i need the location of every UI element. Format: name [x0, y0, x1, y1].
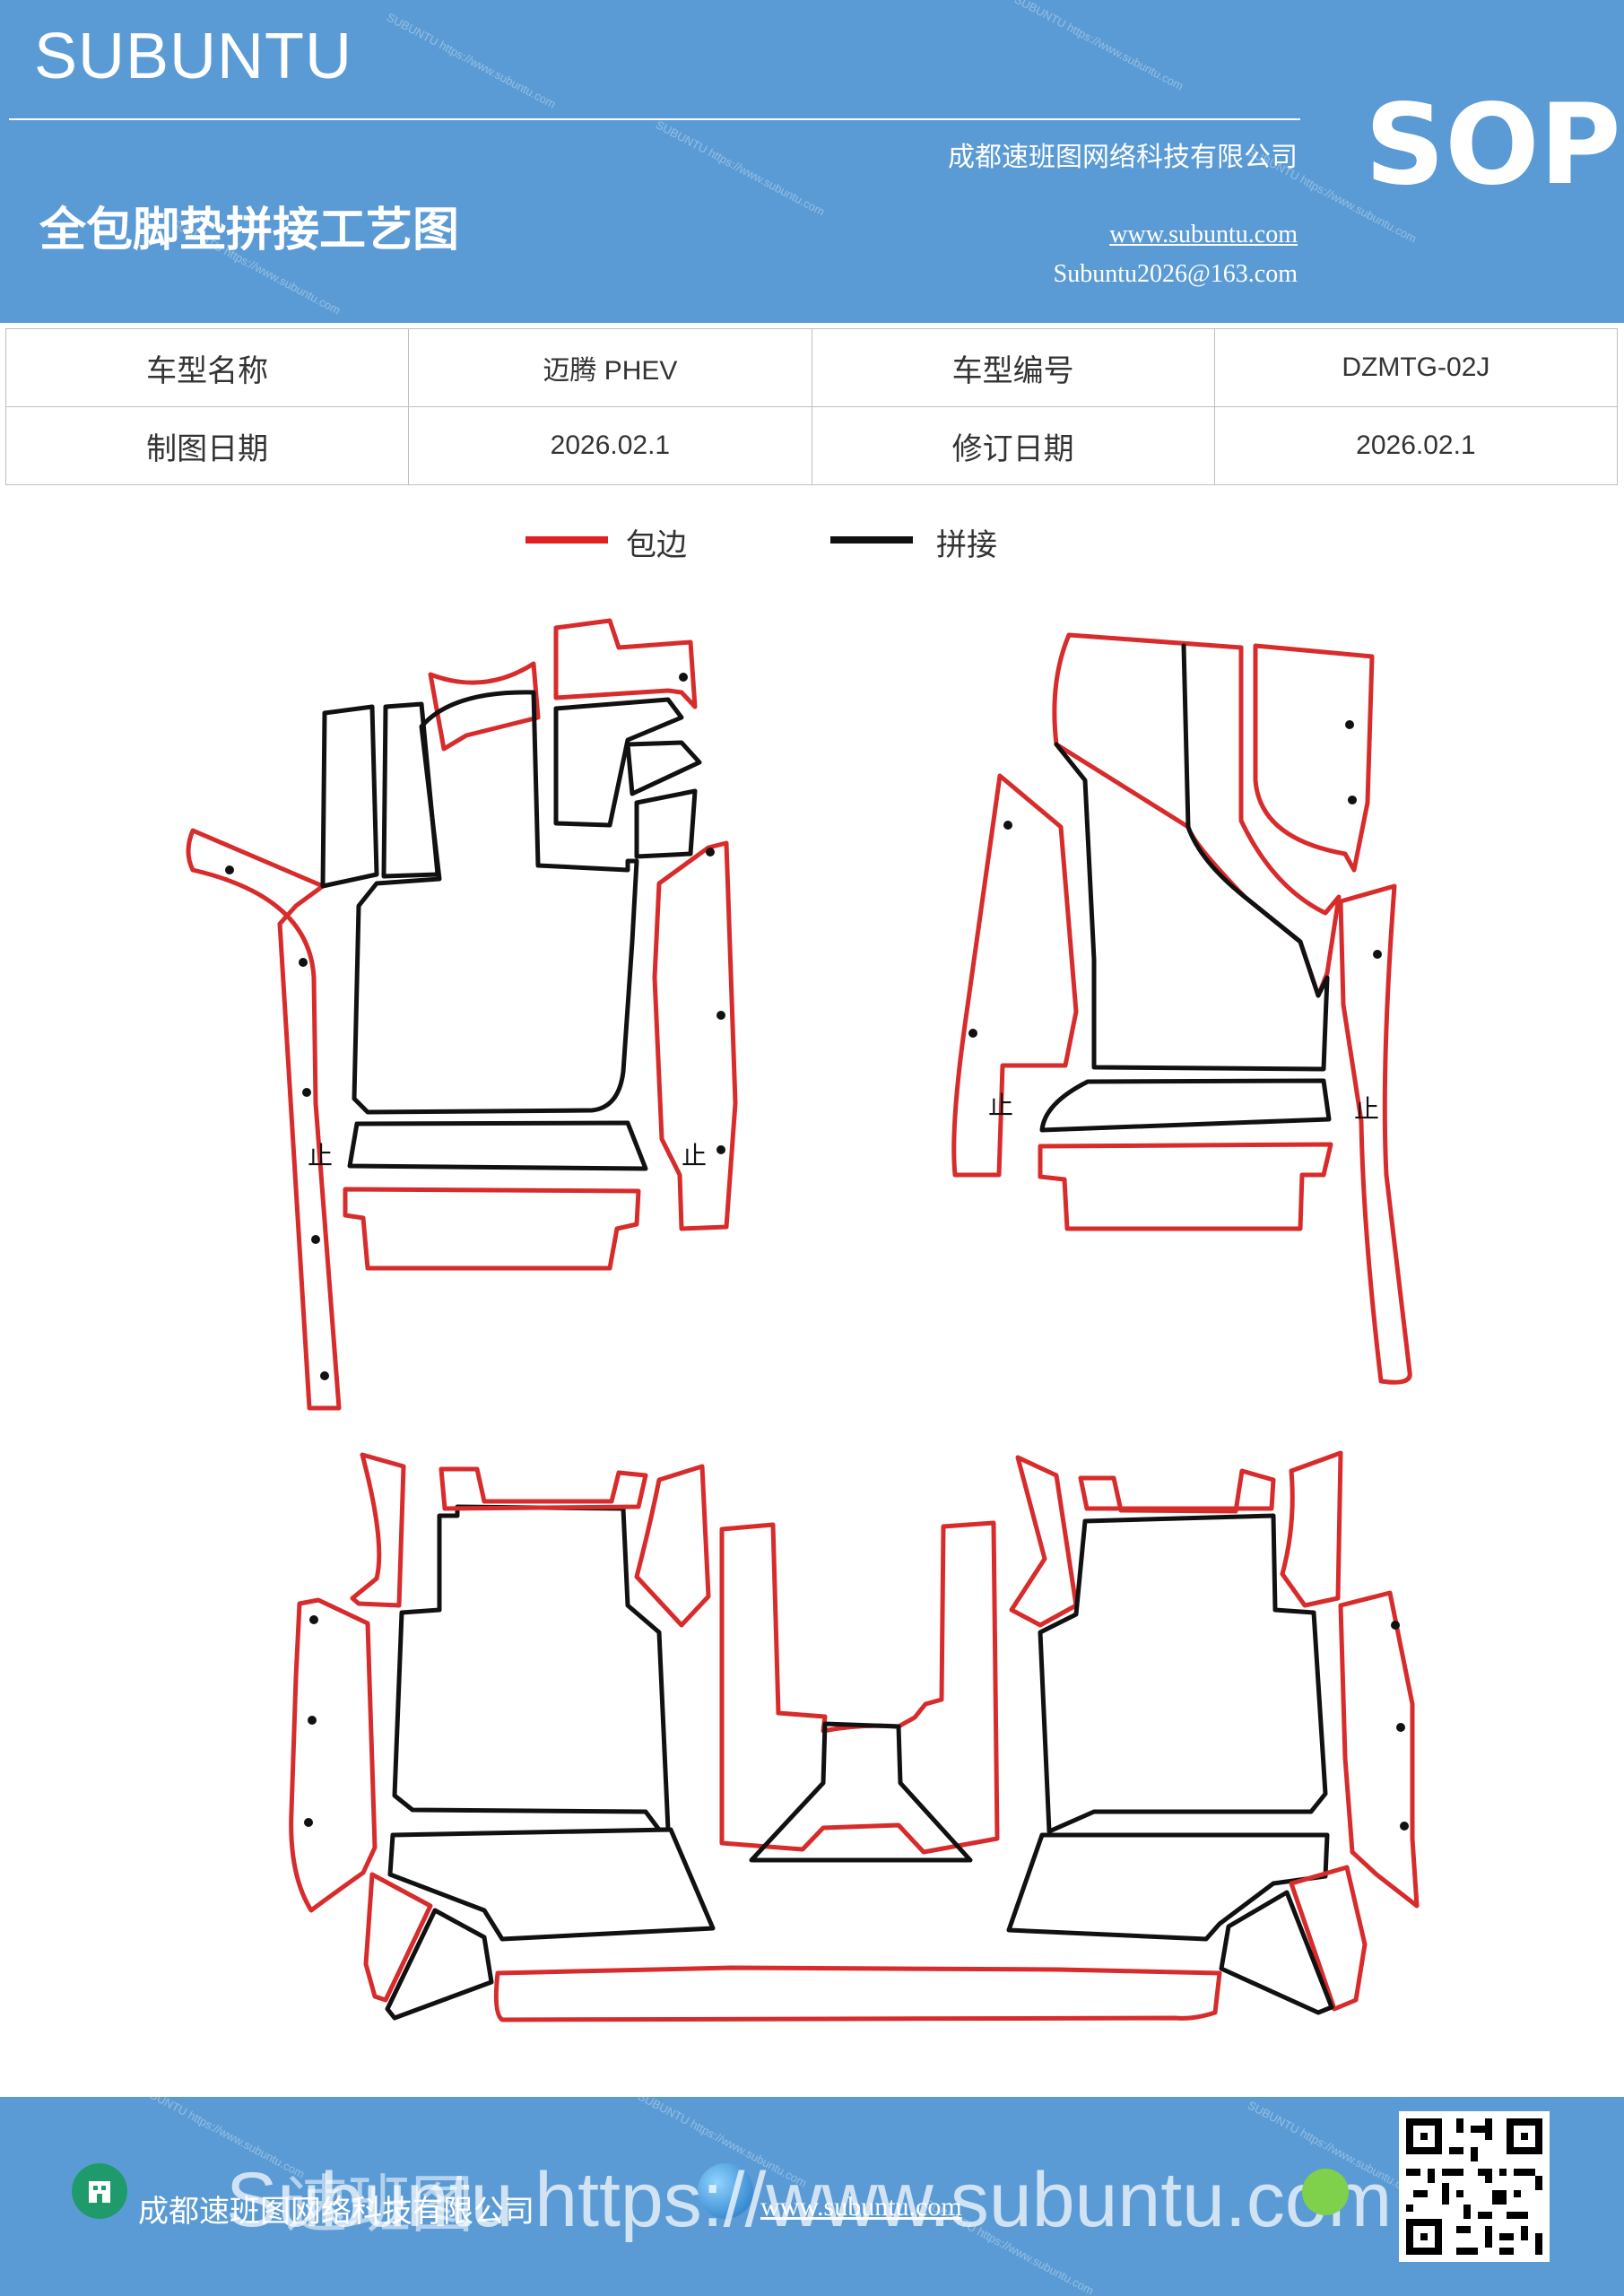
rivet-dot — [1391, 1621, 1400, 1630]
rivet-dot — [225, 865, 234, 874]
mat-piece-rear-sill — [493, 1965, 1222, 2022]
mat-piece-lower — [343, 1187, 641, 1271]
table-cell: 制图日期 — [4, 406, 410, 485]
mat-piece — [625, 740, 702, 796]
table-cell: 车型名称 — [4, 328, 410, 407]
sop-badge: SOP — [1365, 81, 1621, 210]
mat-piece-center-tunnel — [719, 1520, 1000, 1855]
mat-piece-right-strip — [652, 840, 738, 1231]
rivet-dot — [716, 1145, 725, 1154]
mat-piece-left-strip — [951, 773, 1079, 1178]
email-address: Subuntu2026@163.com — [1053, 260, 1298, 288]
stop-marker: 止 — [1354, 1094, 1379, 1124]
legend-label: 包边 — [626, 527, 687, 563]
rivet-dot — [1348, 796, 1357, 804]
rivet-dot — [309, 1615, 318, 1624]
legend-swatch-black — [830, 536, 913, 544]
mat-piece-lower — [1038, 1142, 1333, 1231]
watermark: SUBUNTU https://www.subuntu.com — [384, 10, 559, 111]
mat-piece — [387, 1827, 716, 1942]
rivet-dot — [706, 848, 715, 857]
table-cell: 车型编号 — [811, 328, 1215, 407]
rivet-dot — [1396, 1723, 1405, 1732]
mat-piece — [1280, 1450, 1343, 1608]
footer-watermark-cn: 速班图 — [285, 2168, 473, 2241]
mat-piece — [1039, 1078, 1332, 1133]
mat-piece — [553, 697, 684, 828]
footer-website-link[interactable]: www.subuntu.com — [760, 2192, 962, 2222]
mat-piece-left-strip — [186, 828, 342, 1411]
rivet-dot — [1373, 950, 1382, 959]
rivet-dot — [308, 1716, 317, 1725]
rivet-dot — [1345, 720, 1354, 729]
rivet-dot — [968, 1029, 977, 1038]
mat-piece-top-right — [1253, 643, 1375, 873]
watermark: SUBUNTU https://www.subuntu.com — [1012, 0, 1186, 93]
mat-piece — [634, 788, 698, 859]
table-cell: 迈腾 PHEV — [408, 328, 812, 407]
mat-piece — [320, 704, 379, 889]
mat-piece-right-strip — [1338, 883, 1412, 1385]
mat-piece — [634, 1464, 711, 1628]
mat-piece — [553, 618, 698, 709]
mat-piece — [363, 1872, 433, 2003]
mat-piece — [350, 1452, 406, 1608]
mat-piece-main-left — [352, 690, 639, 1115]
brand-name: SUBUNTU — [34, 21, 353, 92]
mat-piece — [428, 661, 541, 752]
legend-label: 拼接 — [936, 527, 997, 563]
footer-watermark-overlay: Subuntu https://www.subuntu.com — [226, 2157, 1393, 2243]
table-cell: DZMTG-02J — [1213, 328, 1619, 407]
stop-marker: 止 — [988, 1091, 1013, 1120]
mat-piece — [1078, 1468, 1276, 1514]
table-cell: 2026.02.1 — [1213, 406, 1619, 485]
mat-piece — [1289, 1865, 1368, 2012]
mat-piece — [385, 1908, 494, 2021]
company-name: 成都速班图网络科技有限公司 — [948, 142, 1298, 173]
table-cell: 2026.02.1 — [408, 406, 812, 485]
rivet-dot — [679, 673, 688, 682]
rivet-dot — [1400, 1822, 1409, 1831]
document-title: 全包脚垫拼接工艺图 — [39, 204, 460, 257]
mat-piece — [347, 1120, 648, 1171]
header-divider — [9, 118, 1300, 120]
mat-piece-center-hump — [749, 1721, 973, 1863]
stop-marker: 止 — [682, 1141, 707, 1170]
website-link[interactable]: www.subuntu.com — [1109, 221, 1298, 248]
table-cell: 修订日期 — [811, 406, 1215, 485]
table-row: 制图日期 2026.02.1 修订日期 2026.02.1 — [4, 406, 1619, 485]
rivet-dot — [320, 1371, 329, 1380]
rivet-dot — [1003, 821, 1012, 830]
header-banner: SUBUNTU https://www.subuntu.com SUBUNTU … — [0, 0, 1624, 323]
globe-icon — [698, 2163, 753, 2219]
vehicle-info-table: 车型名称 迈腾 PHEV 车型编号 DZMTG-02J 制图日期 2026.02… — [4, 328, 1619, 485]
rivet-dot — [716, 1011, 725, 1020]
mat-piece — [1009, 1455, 1079, 1628]
mat-piece — [439, 1466, 648, 1511]
rivet-dot — [302, 1088, 311, 1097]
footer-banner: SUBUNTU https://www.subuntu.com SUBUNTU … — [0, 2097, 1624, 2296]
mat-piece — [1054, 643, 1330, 1072]
mat-piece-top-center — [1052, 632, 1342, 998]
mat-piece-rear-right-main — [1038, 1513, 1328, 1834]
mat-piece-rear-left-outer — [289, 1597, 378, 1913]
wechat-icon — [1302, 2169, 1349, 2215]
footer-company-name: 成都速班图网络科技有限公司 — [138, 2194, 534, 2230]
floor-mat-diagram: 止 止 止 止 — [186, 618, 1420, 2022]
building-icon — [72, 2163, 127, 2219]
mat-piece — [1006, 1832, 1330, 1942]
table-row: 车型名称 迈腾 PHEV 车型编号 DZMTG-02J — [4, 328, 1619, 407]
rivet-dot — [299, 958, 308, 967]
mat-piece — [1219, 1890, 1334, 2015]
qr-code — [1399, 2111, 1550, 2262]
mat-piece-rear-left-main — [392, 1504, 671, 1832]
rivet-dot — [311, 1235, 320, 1244]
watermark: SUBUNTU https://www.subuntu.com — [653, 117, 828, 219]
mat-piece-rear-right-outer — [1338, 1590, 1420, 1909]
rivet-dot — [304, 1818, 313, 1827]
stop-marker: 止 — [308, 1141, 333, 1170]
legend-swatch-red — [525, 536, 608, 544]
